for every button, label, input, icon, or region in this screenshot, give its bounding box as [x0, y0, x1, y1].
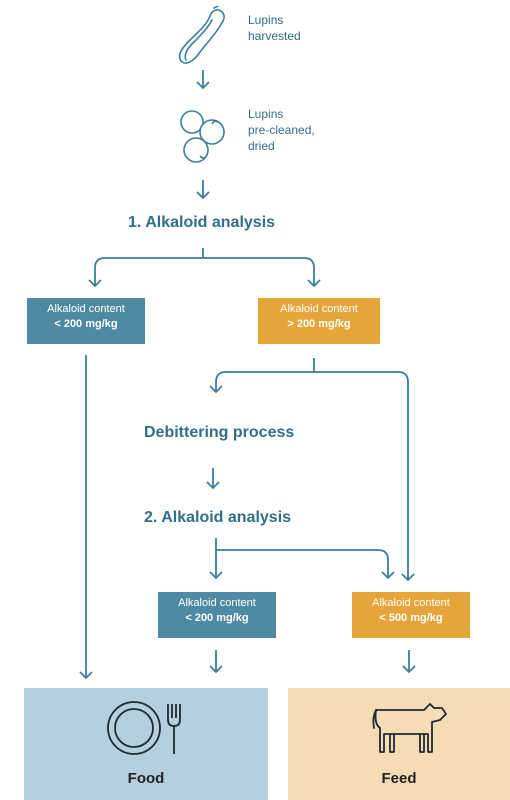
box-alkaloid-debittered: Alkaloid content < 200 mg/kg: [158, 592, 276, 638]
food-panel: Food: [24, 688, 268, 800]
food-label: Food: [127, 770, 165, 787]
box-alkaloid-feed: Alkaloid content < 500 mg/kg: [352, 592, 470, 638]
box-alkaloid-high-value: > 200 mg/kg: [287, 318, 351, 330]
box-alkaloid-debittered-value: < 200 mg/kg: [185, 612, 249, 624]
step-analysis1: 1. Alkaloid analysis: [128, 214, 276, 231]
box-alkaloid-high: Alkaloid content > 200 mg/kg: [258, 298, 380, 344]
feed-label: Feed: [381, 770, 417, 787]
box-alkaloid-debittered-title: Alkaloid content: [178, 597, 256, 609]
lupin-pod-icon: [178, 6, 225, 64]
box-alkaloid-feed-title: Alkaloid content: [372, 597, 450, 609]
box-alkaloid-feed-value: < 500 mg/kg: [379, 612, 443, 624]
box-alkaloid-high-title: Alkaloid content: [280, 303, 358, 315]
plate-cutlery-icon: [107, 701, 181, 755]
box-alkaloid-low-title: Alkaloid content: [47, 303, 125, 315]
node-cleaned: Lupins pre-cleaned, dried: [248, 107, 315, 153]
box-alkaloid-low-value: < 200 mg/kg: [54, 318, 118, 330]
arrow-analysis2-to-feed: [216, 549, 389, 578]
cow-icon: [372, 703, 447, 753]
feed-panel: Feed: [288, 688, 510, 800]
box-alkaloid-low: Alkaloid content < 200 mg/kg: [27, 298, 145, 344]
split-analysis1: [94, 257, 315, 286]
split-right-box: [215, 371, 409, 580]
step-analysis2: 2. Alkaloid analysis: [144, 509, 292, 526]
step-debittering: Debittering process: [144, 424, 295, 441]
node-harvested: Lupins harvested: [248, 13, 301, 43]
lupin-seeds-icon: [180, 110, 225, 163]
